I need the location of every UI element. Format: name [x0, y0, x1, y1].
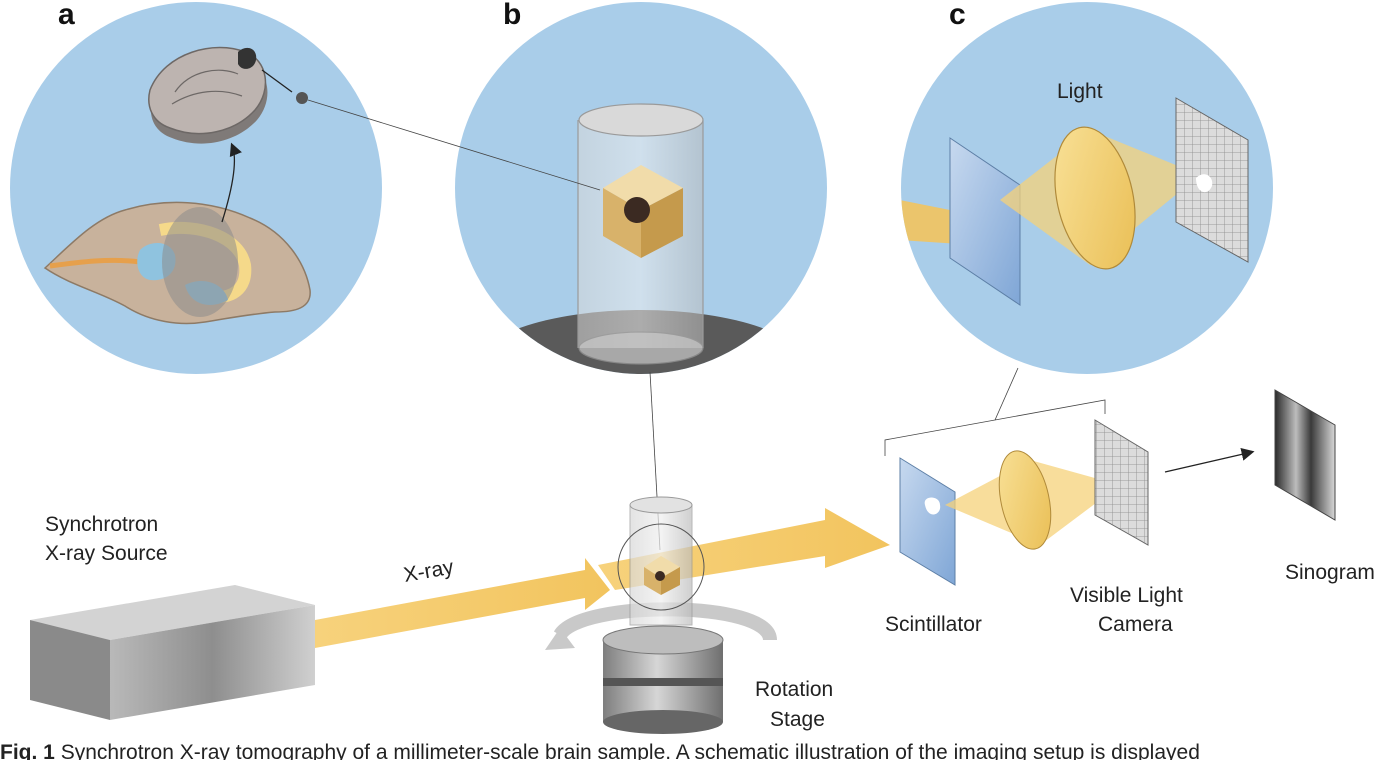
scintillator-label: Scintillator — [885, 613, 982, 636]
panel-letter-a: a — [58, 0, 75, 31]
detector-bracket — [884, 399, 1106, 456]
c-to-detector-connector — [994, 367, 1019, 421]
caption-text: Synchrotron X-ray tomography of a millim… — [60, 741, 1200, 760]
source-label-line2: X-ray Source — [45, 542, 168, 565]
light-label: Light — [1057, 80, 1103, 103]
whole-brain — [43, 201, 311, 325]
small-sample-holder — [617, 496, 705, 626]
panel-b — [455, 2, 827, 374]
brain-slice — [148, 46, 268, 144]
camera-sensor — [1175, 97, 1249, 263]
sample-dot — [296, 92, 308, 104]
lens-small — [998, 450, 1052, 550]
panel-letter-b: b — [503, 0, 521, 31]
stage-label-line1: Rotation — [755, 678, 833, 701]
camera-label-line1: Visible Light — [1070, 584, 1183, 607]
camera-small — [1094, 419, 1149, 546]
xray-source-block — [30, 585, 315, 720]
xray-label: X-ray — [402, 555, 456, 586]
camera-label-line2: Camera — [1098, 613, 1173, 636]
xray-beam-in — [315, 558, 610, 648]
detector-assembly — [899, 419, 1149, 586]
scintillator-plate — [949, 137, 1021, 306]
lens — [1054, 126, 1136, 270]
panel-a — [10, 2, 382, 374]
rotation-stage — [545, 602, 777, 734]
sinogram-image — [1274, 389, 1336, 521]
sinogram-label: Sinogram — [1285, 561, 1375, 584]
slice-brain-arrow — [221, 142, 242, 223]
sample-cube — [603, 165, 683, 258]
source-label-line1: Synchrotron — [45, 513, 158, 536]
panel-c — [901, 2, 1273, 374]
a-to-b-connector — [307, 99, 601, 191]
slice-sample-connector — [261, 69, 293, 93]
scintillator-small — [899, 457, 956, 586]
figure-caption: Fig. 1 Synchrotron X-ray tomography of a… — [0, 741, 1392, 760]
caption-prefix: Fig. 1 — [0, 741, 55, 760]
stage-top-surface — [471, 310, 811, 374]
panel-letter-c: c — [949, 0, 966, 31]
to-sinogram-arrow — [1164, 447, 1255, 473]
stage-label-line2: Stage — [770, 708, 825, 731]
